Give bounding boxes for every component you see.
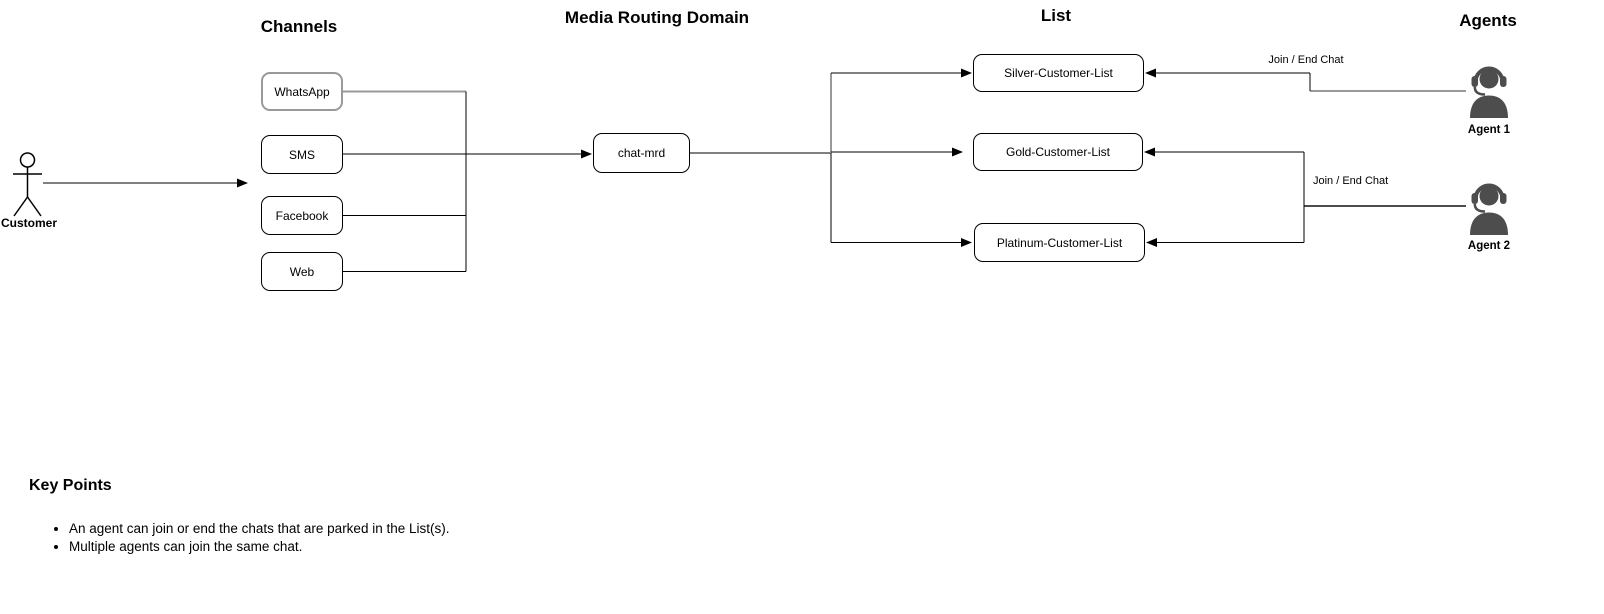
connector-to-gold-list: [831, 147, 963, 157]
connector-channels-to-mrd: [343, 149, 592, 159]
key-point-item: Multiple agents can join the same chat.: [69, 538, 449, 556]
customer-actor-icon[interactable]: [8, 146, 50, 220]
agent2-label: Agent 2: [1467, 240, 1511, 252]
connector-to-silver-list: [831, 68, 972, 78]
connector-agent2-to-lists: [1144, 147, 1466, 247]
node-silver-customer-list[interactable]: Silver-Customer-List: [973, 54, 1144, 92]
node-web[interactable]: Web: [261, 252, 343, 291]
connector-customer-to-channels: [43, 178, 248, 188]
connector-to-platinum-list: [831, 238, 972, 247]
node-whatsapp[interactable]: WhatsApp: [261, 72, 343, 111]
customer-label: Customer: [0, 216, 57, 230]
key-points-list: An agent can join or end the chats that …: [49, 520, 449, 556]
node-sms[interactable]: SMS: [261, 135, 343, 174]
node-chat-mrd[interactable]: chat-mrd: [593, 133, 690, 173]
channels-section-title: Channels: [260, 17, 338, 36]
key-point-item: An agent can join or end the chats that …: [69, 520, 449, 538]
agents-section-title: Agents: [1459, 11, 1517, 30]
list-section-title: List: [1040, 6, 1072, 25]
edge-label-join-end-chat-2: Join / End Chat: [1311, 175, 1391, 187]
mrd-section-title: Media Routing Domain: [564, 8, 750, 27]
node-gold-customer-list[interactable]: Gold-Customer-List: [973, 133, 1143, 171]
edge-label-join-end-chat-1: Join / End Chat: [1254, 54, 1358, 66]
agent1-label: Agent 1: [1467, 124, 1511, 136]
agent1-headset-icon[interactable]: [1465, 63, 1513, 118]
key-points-title: Key Points: [29, 477, 112, 494]
connector-agent1-to-silver: [1145, 68, 1466, 92]
node-platinum-customer-list[interactable]: Platinum-Customer-List: [974, 223, 1145, 262]
agent2-headset-icon[interactable]: [1465, 180, 1513, 235]
node-facebook[interactable]: Facebook: [261, 196, 343, 235]
